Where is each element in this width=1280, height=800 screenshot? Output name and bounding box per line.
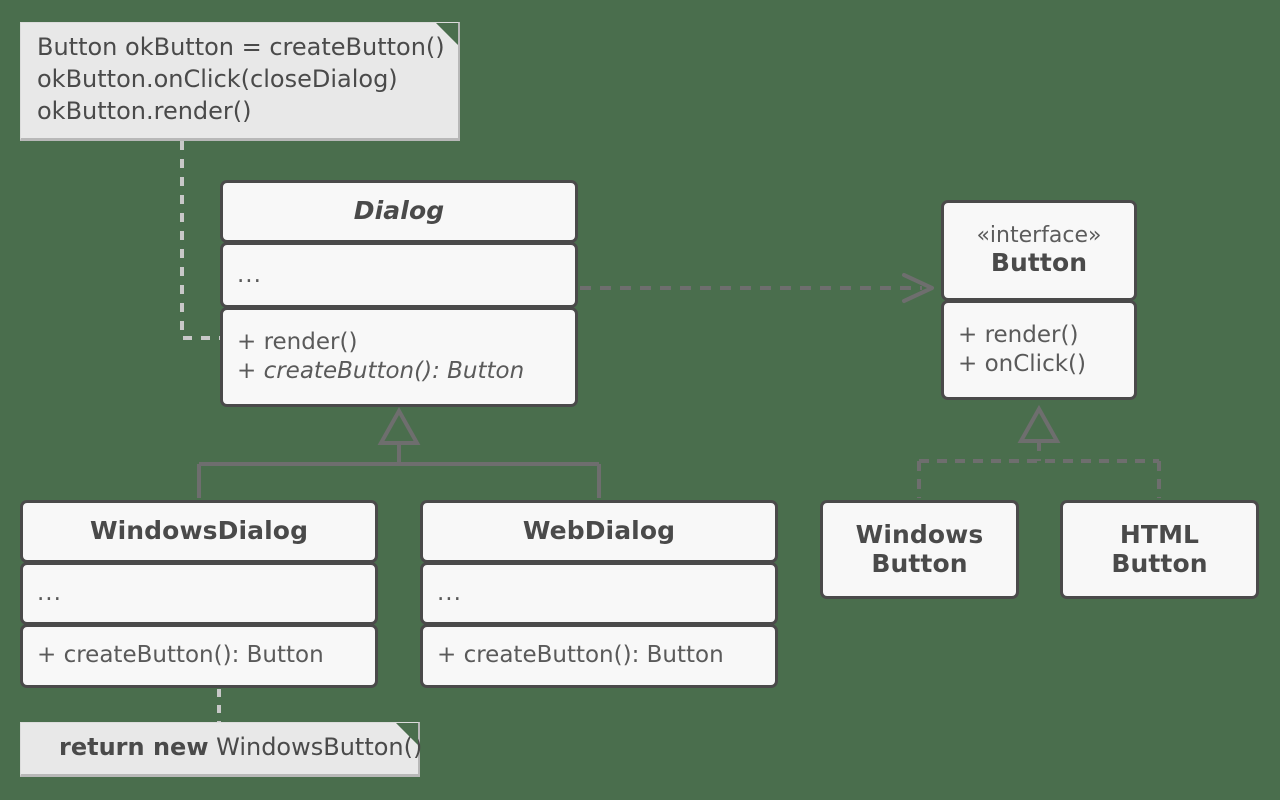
class-html-button-name: Button	[1111, 548, 1208, 578]
class-windows-dialog-fields-ellipsis: ...	[37, 580, 62, 606]
realization-triangle-icon	[1017, 404, 1061, 443]
class-web-dialog-header: WebDialog	[420, 500, 778, 563]
generalization-triangle-icon	[377, 406, 421, 445]
class-button-stereotype: «interface»	[976, 223, 1102, 249]
class-dialog-method: + render()	[237, 328, 358, 355]
class-dialog-fields-ellipsis: ...	[237, 261, 262, 288]
class-windows-dialog-methods: + createButton(): Button	[20, 624, 378, 688]
note-factory-return: return new WindowsButton()	[20, 722, 422, 777]
note-client-code: Button okButton = createButton() okButto…	[20, 22, 460, 141]
realization-button-branch	[917, 459, 1161, 498]
class-windows-dialog-fields: ...	[20, 562, 378, 625]
class-button-methods: + render() + onClick()	[941, 300, 1137, 400]
note-fold-icon	[436, 23, 458, 45]
class-button-interface[interactable]: «interface» Button + render() + onClick(…	[941, 200, 1137, 400]
class-html-button[interactable]: HTML Button	[1060, 500, 1259, 599]
class-windows-button-header: Windows Button	[820, 500, 1019, 599]
class-web-dialog[interactable]: WebDialog ... + createButton(): Button	[420, 500, 778, 689]
generalization-dialog-tree	[197, 443, 601, 498]
note-link-client-code	[180, 141, 220, 340]
dependency-arrowhead-icon	[902, 273, 934, 303]
class-html-button-name: HTML	[1119, 519, 1200, 549]
class-windows-dialog-method: + createButton(): Button	[37, 642, 324, 669]
class-windows-button-name: Windows	[855, 519, 984, 549]
class-button-header: «interface» Button	[941, 200, 1137, 301]
class-web-dialog-methods: + createButton(): Button	[420, 624, 778, 688]
class-web-dialog-fields: ...	[420, 562, 778, 625]
class-dialog-fields: ...	[220, 242, 578, 308]
note-line: Button okButton = createButton()	[37, 33, 445, 61]
note-line: okButton.onClick(closeDialog)	[37, 64, 398, 93]
class-dialog-name: Dialog	[353, 196, 445, 226]
note-line: return new WindowsButton()	[37, 732, 422, 764]
class-html-button-header: HTML Button	[1060, 500, 1259, 599]
class-dialog-method: + createButton(): Button	[237, 358, 525, 384]
class-windows-dialog-name: WindowsDialog	[89, 516, 309, 546]
note-expression: WindowsButton()	[208, 733, 423, 761]
class-dialog-methods: + render() + createButton(): Button	[220, 307, 578, 407]
class-web-dialog-name: WebDialog	[522, 516, 676, 546]
note-keyword: return new	[59, 733, 209, 761]
class-web-dialog-method: + createButton(): Button	[437, 642, 724, 669]
class-button-method: + render()	[958, 321, 1079, 348]
note-fold-icon	[396, 723, 418, 745]
class-button-method: + onClick()	[958, 351, 1086, 377]
class-web-dialog-fields-ellipsis: ...	[437, 580, 462, 606]
class-windows-dialog-header: WindowsDialog	[20, 500, 378, 563]
class-windows-button[interactable]: Windows Button	[820, 500, 1019, 599]
class-windows-dialog[interactable]: WindowsDialog ... + createButton(): Butt…	[20, 500, 378, 689]
note-line: okButton.render()	[37, 96, 252, 125]
class-dialog[interactable]: Dialog ... + render() + createButton(): …	[220, 180, 578, 408]
class-dialog-header: Dialog	[220, 180, 578, 243]
class-button-name: Button	[990, 247, 1088, 277]
class-windows-button-name: Button	[871, 548, 968, 578]
